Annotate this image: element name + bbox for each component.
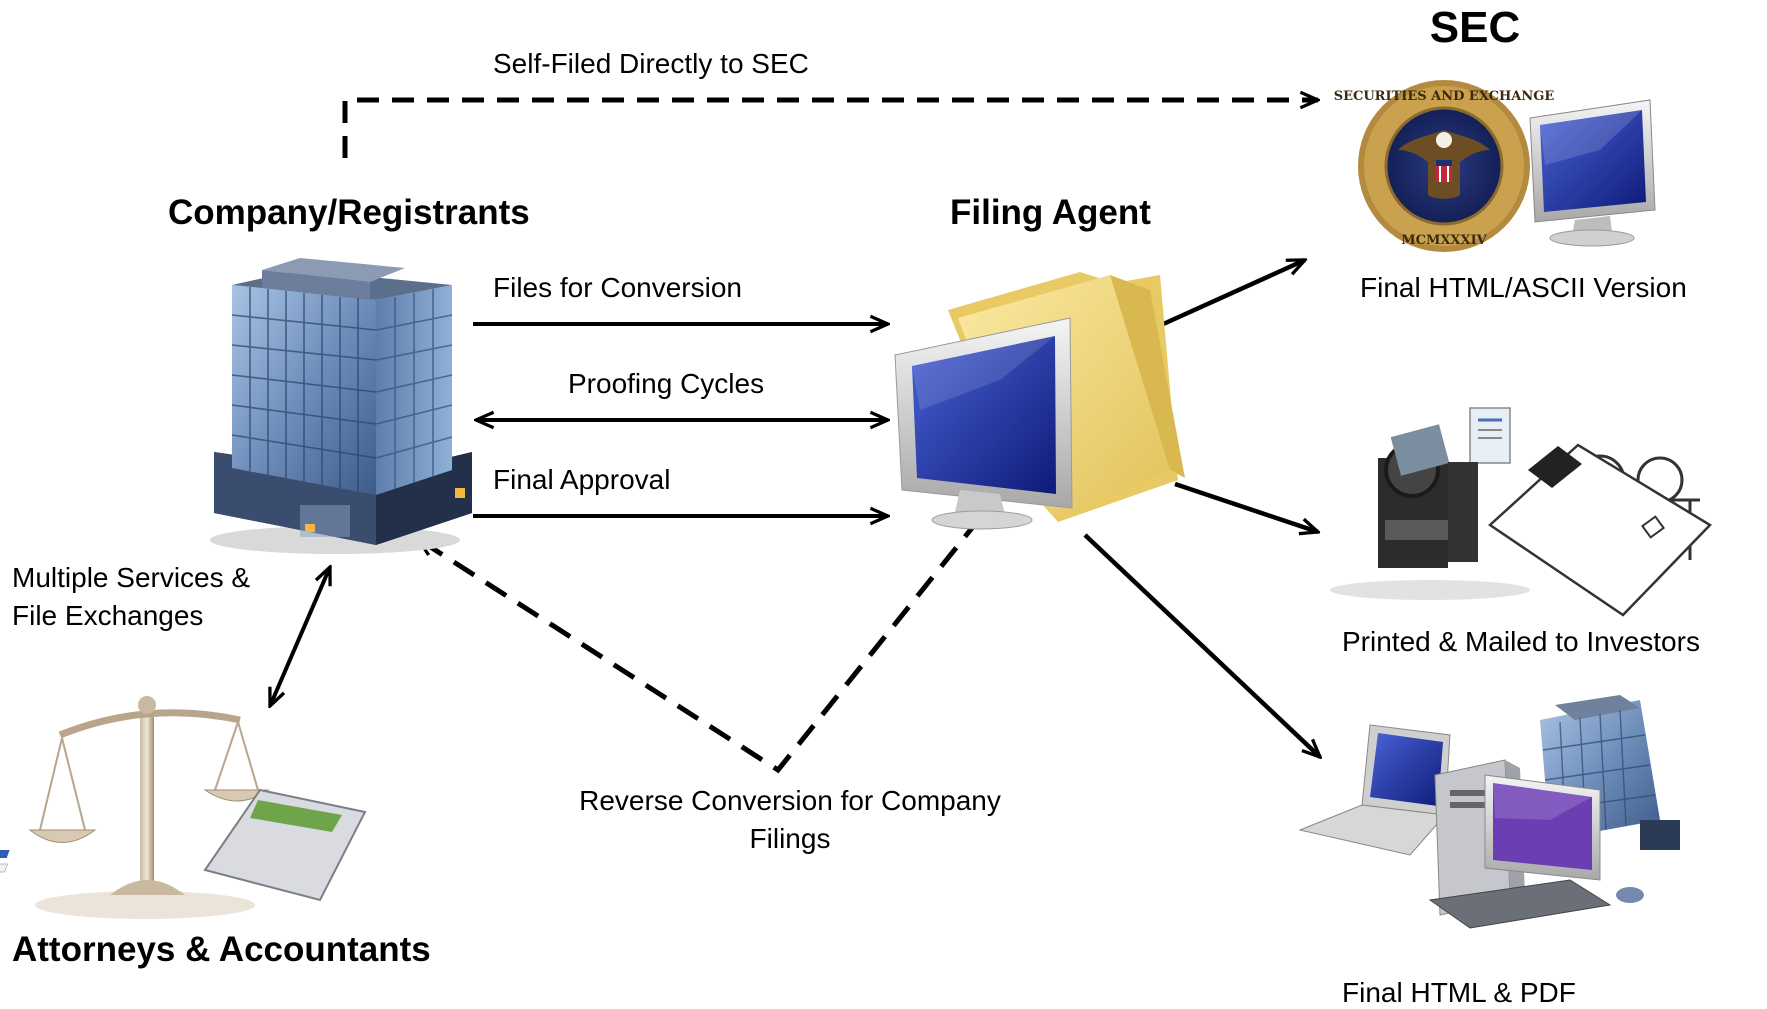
reverse-conversion-label-1: Reverse Conversion for Company xyxy=(579,785,1001,816)
envelope-icon xyxy=(1487,443,1712,617)
sec-monitor-icon xyxy=(1529,99,1656,247)
devices-icon xyxy=(1298,695,1680,929)
to-printed-arrow xyxy=(1174,481,1318,532)
multiple-services-label-2: File Exchanges xyxy=(12,600,204,631)
company-title: Company/Registrants xyxy=(168,193,530,232)
multiple-services-label-1: Multiple Services & xyxy=(12,562,251,593)
seal-text-bottom: MCMXXXIV xyxy=(1401,233,1487,248)
sec-title: SEC xyxy=(1429,3,1521,52)
scales-icon xyxy=(28,696,270,919)
reverse-conversion-label-2: Filings xyxy=(749,823,831,854)
multiple-services-arrow xyxy=(268,567,332,706)
reverse-conversion-arrow xyxy=(418,516,982,774)
sec-seal-icon: SECURITIES AND EXCHANGE MCMXXXIV xyxy=(1334,80,1555,252)
final-approval-label: Final Approval xyxy=(493,464,671,495)
final-html-ascii-label: Final HTML/ASCII Version xyxy=(1360,272,1687,303)
calculator-icon xyxy=(0,788,367,902)
proofing-cycles-label: Proofing Cycles xyxy=(568,368,765,399)
filing-agent-icon xyxy=(894,272,1185,530)
final-html-pdf-label: Final HTML & PDF xyxy=(1342,977,1576,1008)
attorneys-title: Attorneys & Accountants xyxy=(12,930,431,969)
printing-press-icon xyxy=(1330,407,1700,600)
to-sec-arrow xyxy=(1149,257,1305,333)
seal-text-top: SECURITIES AND EXCHANGE xyxy=(1334,89,1555,104)
to-final-html-pdf-arrow xyxy=(1083,533,1320,757)
self-filed-label: Self-Filed Directly to SEC xyxy=(493,48,809,79)
self-filed-arrow xyxy=(342,100,1318,158)
printed-mailed-label: Printed & Mailed to Investors xyxy=(1342,626,1700,657)
files-for-conversion-label: Files for Conversion xyxy=(493,272,742,303)
filing-agent-title: Filing Agent xyxy=(950,193,1151,232)
company-building-icon xyxy=(210,258,472,554)
